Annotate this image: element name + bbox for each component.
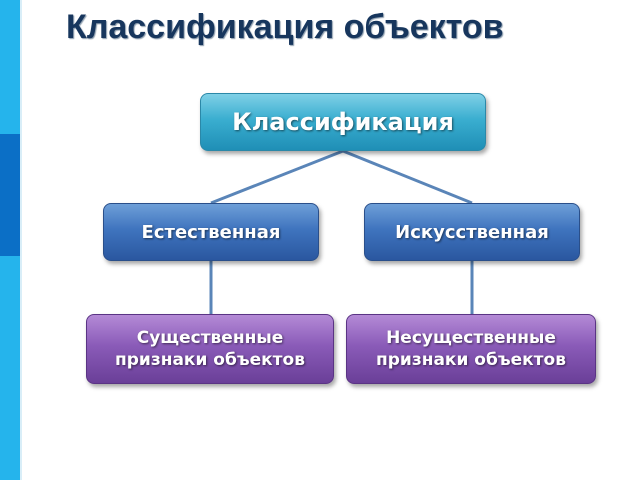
side-bar-edge [20,0,22,480]
slide-side-bar [0,0,22,480]
node-nonessential-features-label: Несущественные признаки объектов [376,328,566,370]
side-bar-middle-segment [0,134,20,256]
side-bar-top-segment [0,0,20,134]
side-bar-bottom-segment [0,256,20,480]
node-artificial-label: Искусственная [395,221,549,243]
node-natural: Естественная [103,203,319,261]
node-classification: Классификация [200,93,486,151]
connector-root-to-natural [210,149,344,205]
node-essential-features: Существенные признаки объектов [86,314,334,384]
node-natural-label: Естественная [141,221,281,243]
node-nonessential-features: Несущественные признаки объектов [346,314,596,384]
slide-title: Классификация объектов [66,8,504,46]
connector-root-to-artificial [342,149,473,205]
node-classification-label: Классификация [232,108,454,136]
node-essential-features-label: Существенные признаки объектов [115,328,305,370]
node-artificial: Искусственная [364,203,580,261]
